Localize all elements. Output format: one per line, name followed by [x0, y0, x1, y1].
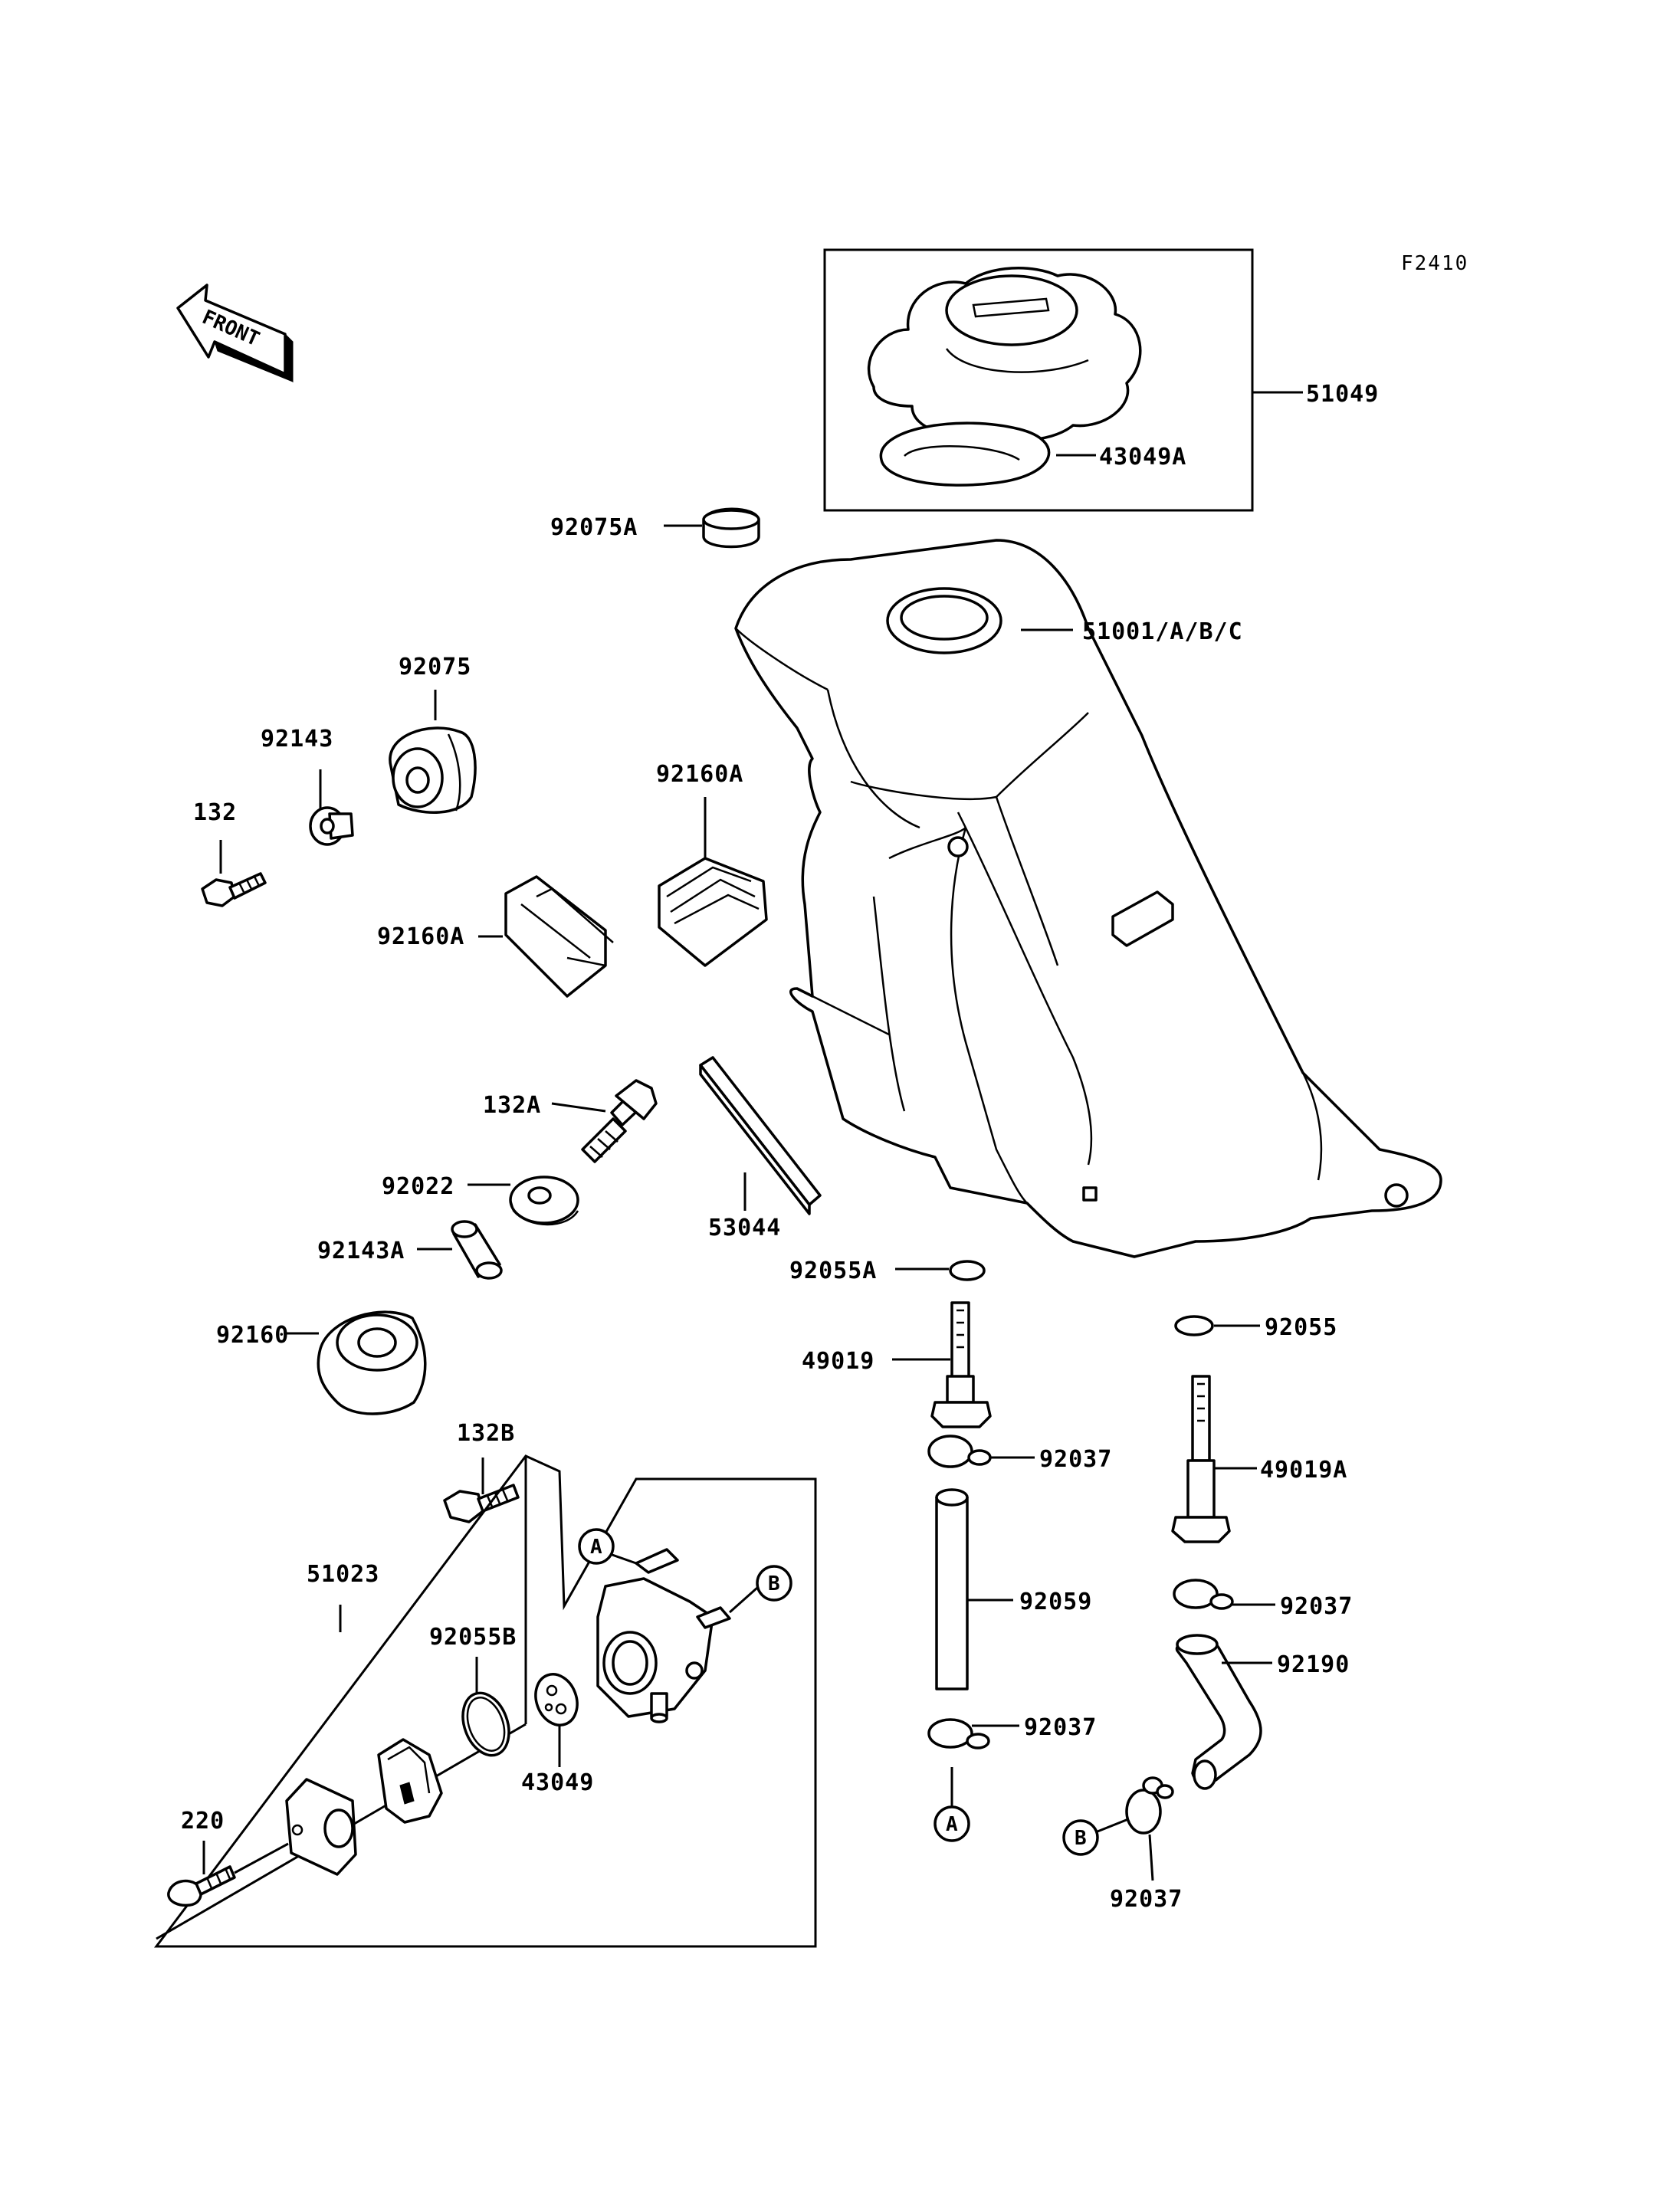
ref-a-circle-valve: [578, 1528, 615, 1565]
part-valve-plate: [285, 1778, 357, 1876]
part-92190: [1176, 1634, 1262, 1790]
label-92160A-top: 92160A: [656, 761, 743, 788]
label-43049A: 43049A: [1099, 444, 1186, 471]
part-49019A: [1171, 1375, 1231, 1543]
label-92055B: 92055B: [429, 1624, 517, 1651]
label-92059: 92059: [1019, 1589, 1092, 1615]
part-92037-c: [1173, 1579, 1234, 1610]
label-92037-b: 92037: [1024, 1714, 1097, 1741]
label-132: 132: [193, 799, 237, 826]
fuel-cap-assembly-box: [823, 248, 1254, 512]
part-92059: [935, 1488, 969, 1690]
part-92160: [317, 1310, 427, 1415]
part-fuel-valve-body: [596, 1548, 731, 1723]
part-132-bolt: [201, 872, 267, 907]
part-43049: [534, 1673, 579, 1726]
label-92190: 92190: [1277, 1651, 1350, 1678]
label-53044: 53044: [708, 1215, 781, 1241]
label-92022: 92022: [382, 1173, 454, 1200]
label-92055: 92055: [1265, 1314, 1337, 1341]
fuel-cap-part: [867, 267, 1142, 487]
label-92037-c: 92037: [1280, 1593, 1353, 1620]
ref-a-label-valve: A: [590, 1536, 602, 1559]
ref-b-label-clip: B: [1075, 1827, 1087, 1850]
part-49019: [930, 1301, 992, 1428]
label-92037-a: 92037: [1039, 1446, 1112, 1473]
label-92075: 92075: [399, 654, 471, 680]
part-92037-d: [1125, 1776, 1174, 1835]
label-132A: 132A: [483, 1092, 541, 1119]
part-92055: [1174, 1315, 1214, 1336]
label-49019: 49019: [802, 1348, 874, 1375]
part-53044: [699, 1056, 822, 1215]
ref-b-circle-clip: [1062, 1819, 1099, 1856]
part-strainer: [377, 1738, 443, 1824]
label-51001: 51001/A/B/C: [1082, 618, 1243, 645]
ref-b-label-valve: B: [768, 1572, 780, 1595]
label-92055A: 92055A: [789, 1258, 877, 1284]
part-132A-bolt: [581, 1079, 658, 1163]
ref-b-circle-valve: [756, 1565, 792, 1602]
part-92022: [509, 1176, 579, 1226]
part-92143A: [451, 1220, 503, 1280]
label-92160: 92160: [216, 1322, 289, 1349]
label-51023: 51023: [307, 1561, 379, 1588]
label-92075A: 92075A: [550, 514, 638, 541]
label-49019A: 49019A: [1260, 1457, 1347, 1484]
part-92143: [309, 806, 354, 846]
front-arrow-icon: FRONT: [176, 284, 294, 383]
part-92037-b: [927, 1718, 990, 1749]
label-92160A-left: 92160A: [377, 923, 464, 950]
label-92143: 92143: [261, 726, 333, 753]
part-92160A-left: [504, 875, 614, 998]
fuel-tank-part: [734, 539, 1442, 1258]
part-92075: [389, 726, 477, 814]
label-132B: 132B: [457, 1420, 515, 1447]
label-92037-d: 92037: [1110, 1886, 1183, 1913]
part-92037-a: [927, 1435, 992, 1468]
part-92055A: [949, 1260, 986, 1281]
label-220: 220: [181, 1808, 225, 1835]
label-92143A: 92143A: [317, 1238, 405, 1264]
part-92160A-top: [658, 857, 768, 967]
label-43049: 43049: [521, 1769, 594, 1796]
ref-a-circle-tube: [934, 1805, 970, 1842]
part-220-screw: [167, 1842, 289, 1907]
part-92075A: [702, 507, 760, 549]
ref-a-label-tube: A: [946, 1813, 958, 1836]
label-51049: 51049: [1306, 381, 1379, 408]
figure-code: F2410: [1401, 252, 1468, 275]
